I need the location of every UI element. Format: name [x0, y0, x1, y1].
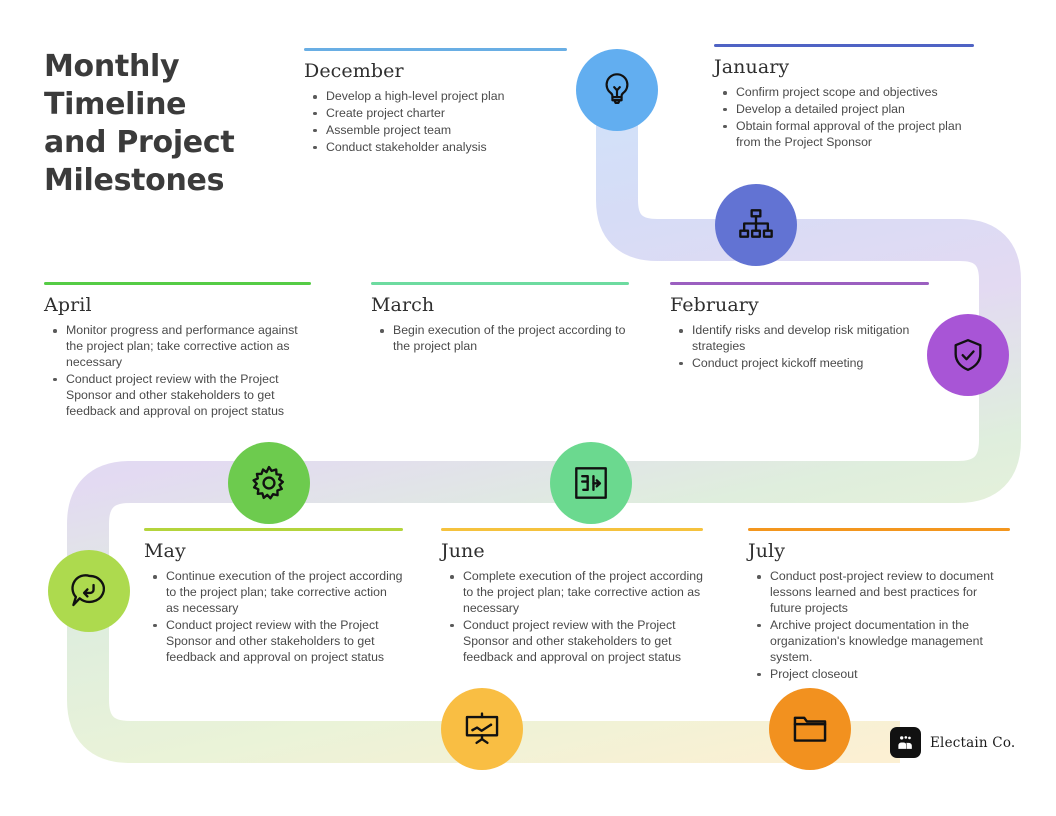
month-block-may: May Continue execution of the project ac… — [144, 528, 403, 667]
month-rule-april — [44, 282, 311, 285]
list-item: Archive project documentation in the org… — [757, 618, 1010, 666]
month-items-february: Identify risks and develop risk mitigati… — [670, 323, 929, 372]
lightbulb-icon — [605, 73, 629, 104]
list-item: Conduct project review with the Project … — [450, 618, 703, 666]
list-item: Obtain formal approval of the project pl… — [723, 119, 974, 151]
month-items-june: Complete execution of the project accord… — [441, 569, 703, 666]
list-item: Confirm project scope and objectives — [723, 85, 974, 101]
month-block-april: April Monitor progress and performance a… — [44, 282, 311, 421]
month-title-march: March — [371, 294, 435, 316]
month-rule-may — [144, 528, 403, 531]
list-item: Create project charter — [313, 106, 567, 122]
month-block-february: February Identify risks and develop risk… — [670, 282, 929, 373]
month-title-december: December — [304, 60, 404, 82]
process-flow-icon — [575, 467, 607, 499]
list-item: Develop a detailed project plan — [723, 102, 974, 118]
month-items-july: Conduct post-project review to document … — [748, 569, 1010, 683]
title-line-4: Milestones — [44, 163, 225, 199]
gear-icon — [252, 465, 285, 500]
month-items-march: Begin execution of the project according… — [371, 323, 629, 355]
month-block-january: January Confirm project scope and object… — [714, 44, 974, 152]
milestone-icon-july[interactable] — [769, 688, 851, 770]
milestone-icon-april[interactable] — [228, 442, 310, 524]
month-rule-january — [714, 44, 974, 47]
month-rule-june — [441, 528, 703, 531]
list-item: Begin execution of the project according… — [380, 323, 629, 355]
list-item: Conduct project review with the Project … — [153, 618, 403, 666]
shield-check-icon — [954, 339, 982, 371]
month-title-april: April — [44, 294, 92, 316]
month-rule-march — [371, 282, 629, 285]
list-item: Assemble project team — [313, 123, 567, 139]
list-item: Identify risks and develop risk mitigati… — [679, 323, 929, 355]
list-item: Conduct post-project review to document … — [757, 569, 1010, 617]
month-title-june: June — [441, 540, 485, 562]
list-item: Project closeout — [757, 667, 1010, 683]
milestone-icon-february[interactable] — [927, 314, 1009, 396]
milestone-icon-june[interactable] — [441, 688, 523, 770]
month-items-may: Continue execution of the project accord… — [144, 569, 403, 666]
month-rule-july — [748, 528, 1010, 531]
logo-mark — [890, 727, 921, 758]
month-block-march: March Begin execution of the project acc… — [371, 282, 629, 356]
month-title-may: May — [144, 540, 186, 562]
folder-icon — [793, 716, 827, 742]
month-block-july: July Conduct post-project review to docu… — [748, 528, 1010, 684]
people-group-icon — [898, 736, 912, 749]
month-block-june: June Complete execution of the project a… — [441, 528, 703, 667]
milestone-icon-march[interactable] — [550, 442, 632, 524]
list-item: Conduct project kickoff meeting — [679, 356, 929, 372]
list-item: Conduct project review with the Project … — [53, 372, 311, 420]
month-items-april: Monitor progress and performance against… — [44, 323, 311, 420]
month-title-january: January — [714, 56, 790, 78]
title-line-2: Timeline — [44, 87, 187, 123]
chat-reply-icon — [71, 574, 106, 607]
title-line-1: Monthly — [44, 49, 180, 84]
list-item: Monitor progress and performance against… — [53, 323, 311, 371]
list-item: Complete execution of the project accord… — [450, 569, 703, 615]
brand-logo: Electain Co. — [890, 727, 1015, 758]
logo-text: Electain Co. — [930, 734, 1016, 751]
presentation-chart-icon — [465, 712, 499, 745]
month-rule-february — [670, 282, 929, 285]
milestone-icon-may[interactable] — [48, 550, 130, 632]
org-chart-icon — [739, 209, 773, 238]
month-title-july: July — [748, 540, 786, 562]
list-item: Develop a high-level project plan — [313, 89, 567, 105]
title-line-3: and Project — [44, 125, 235, 161]
list-item: Continue execution of the project accord… — [153, 569, 403, 615]
milestone-icon-december[interactable] — [576, 49, 658, 131]
month-title-february: February — [670, 294, 759, 316]
milestone-icon-january[interactable] — [715, 184, 797, 266]
page-title: Monthly Timeline and Project Milestones — [44, 48, 294, 200]
month-rule-december — [304, 48, 567, 51]
list-item: Conduct stakeholder analysis — [313, 140, 567, 156]
month-items-january: Confirm project scope and objectives Dev… — [714, 85, 974, 151]
month-block-december: December Develop a high-level project pl… — [304, 48, 567, 157]
month-items-december: Develop a high-level project plan Create… — [304, 89, 567, 156]
